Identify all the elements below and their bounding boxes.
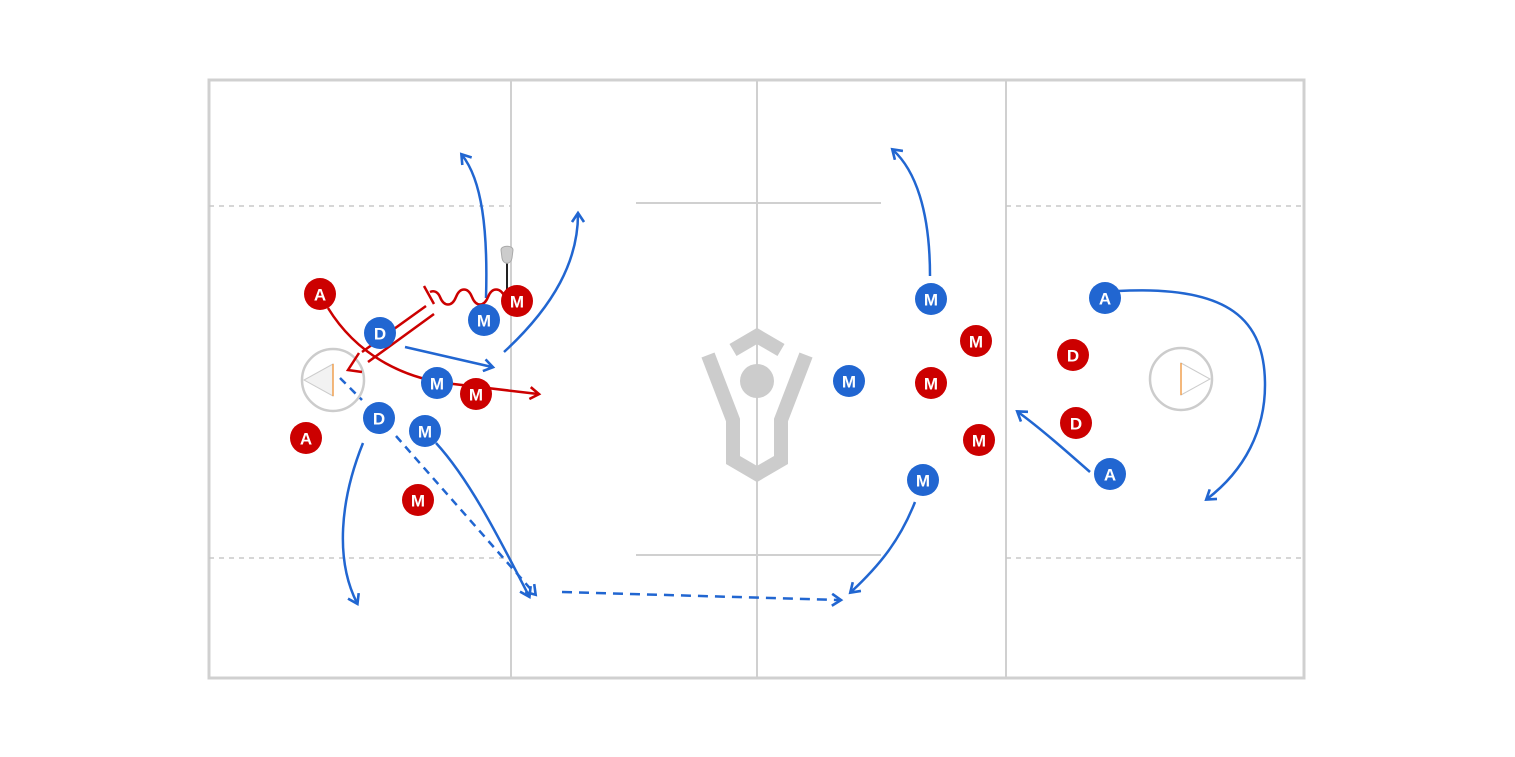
player-token-blue-m[interactable]: M: [421, 367, 453, 399]
player-label: M: [842, 373, 856, 392]
pass-arrow: [561, 590, 840, 600]
goal-left: [300, 347, 366, 413]
player-label: M: [510, 293, 524, 312]
player-label: A: [1099, 290, 1111, 309]
crease-right: [1148, 346, 1214, 412]
player-label: A: [1104, 466, 1116, 485]
ball-stick-icon: [500, 245, 514, 293]
player-circle: [290, 422, 322, 454]
run-arrow: [503, 214, 578, 353]
player-token-red-d[interactable]: D: [1057, 339, 1089, 371]
player-label: M: [924, 375, 938, 394]
player-token-blue-m[interactable]: M: [915, 283, 947, 315]
player-label: M: [430, 375, 444, 394]
player-circle: [402, 484, 434, 516]
pass-arrow: [395, 435, 535, 594]
player-token-red-m[interactable]: M: [963, 424, 995, 456]
player-circle: [460, 378, 492, 410]
player-circle: [1089, 282, 1121, 314]
player-token-red-m[interactable]: M: [460, 378, 492, 410]
player-token-blue-m[interactable]: M: [907, 464, 939, 496]
pass-arrow: [339, 377, 363, 401]
run-arrow: [1018, 412, 1091, 473]
player-token-red-m[interactable]: M: [501, 285, 533, 317]
run-arrow: [1117, 289, 1267, 499]
player-token-red-m[interactable]: M: [915, 367, 947, 399]
player-circle: [1057, 339, 1089, 371]
player-label: M: [418, 423, 432, 442]
run-arrow: [341, 442, 365, 603]
player-token-blue-a[interactable]: A: [1094, 458, 1126, 490]
player-circle: [363, 402, 395, 434]
player-label: M: [924, 291, 938, 310]
run-arrow: [851, 501, 917, 592]
pick-end-bracket: [345, 352, 363, 374]
player-label: D: [374, 325, 386, 344]
player-label: D: [1067, 347, 1079, 366]
player-circle: [1094, 458, 1126, 490]
player-label: A: [314, 286, 326, 305]
player-token-red-a[interactable]: A: [304, 278, 336, 310]
player-label: M: [916, 472, 930, 491]
player-circle: [409, 415, 441, 447]
player-token-blue-d[interactable]: D: [364, 317, 396, 349]
goal-right: [1148, 346, 1214, 412]
player-label: M: [469, 386, 483, 405]
player-label: D: [373, 410, 385, 429]
player-token-red-d[interactable]: D: [1060, 407, 1092, 439]
player-circle: [421, 367, 453, 399]
center-logo-icon: [701, 327, 813, 483]
player-circle: [364, 317, 396, 349]
player-circle: [907, 464, 939, 496]
pick-line: [367, 312, 435, 364]
player-label: M: [969, 333, 983, 352]
player-token-blue-m[interactable]: M: [833, 365, 865, 397]
player-label: M: [972, 432, 986, 451]
player-label: A: [300, 430, 312, 449]
player-circle: [501, 285, 533, 317]
run-arrow: [462, 155, 488, 299]
run-arrow: [404, 345, 492, 367]
player-token-red-a[interactable]: A: [290, 422, 322, 454]
player-circle: [1060, 407, 1092, 439]
player-token-red-m[interactable]: M: [402, 484, 434, 516]
player-label: M: [477, 312, 491, 331]
crease-left: [300, 347, 366, 413]
player-token-red-m[interactable]: M: [960, 325, 992, 357]
run-arrow: [893, 150, 932, 277]
player-circle: [304, 278, 336, 310]
player-circle: [960, 325, 992, 357]
player-circle: [915, 367, 947, 399]
player-token-blue-d[interactable]: D: [363, 402, 395, 434]
player-label: M: [411, 492, 425, 511]
player-token-blue-m[interactable]: M: [409, 415, 441, 447]
player-circle: [833, 365, 865, 397]
player-token-blue-a[interactable]: A: [1089, 282, 1121, 314]
player-circle: [963, 424, 995, 456]
dodge-end-bar: [422, 285, 436, 305]
player-label: D: [1070, 415, 1082, 434]
player-circle: [915, 283, 947, 315]
dodge-line: [429, 288, 507, 306]
player-token-blue-m[interactable]: M: [468, 304, 500, 336]
player-circle: [468, 304, 500, 336]
